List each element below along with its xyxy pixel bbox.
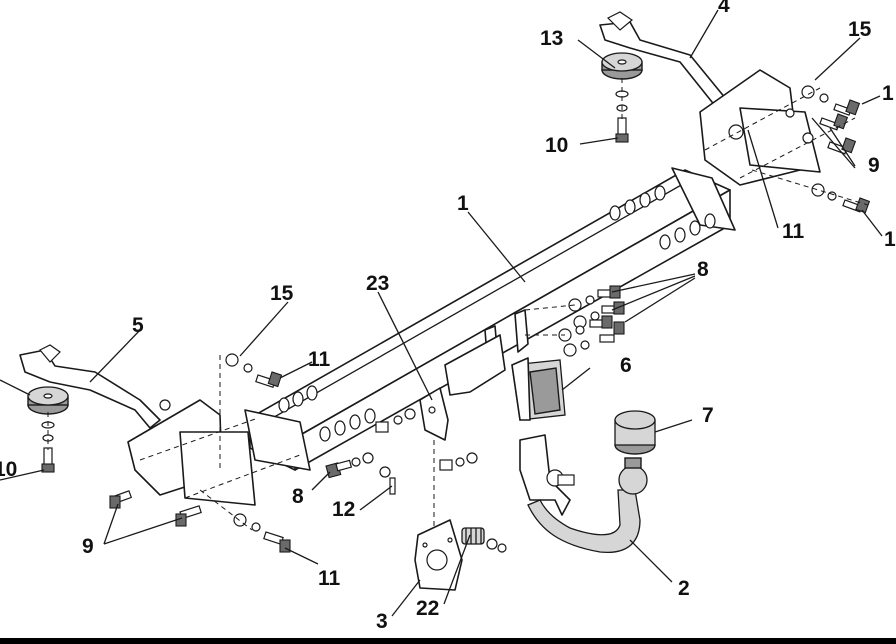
callout-10-left-edge: 10 xyxy=(0,458,17,481)
callout-11-left-bottom: 11 xyxy=(318,567,341,590)
callout-13-right: 13 xyxy=(540,27,563,50)
left-mount-bolt xyxy=(41,421,55,473)
right-bolts-lower xyxy=(811,183,871,214)
callout-1-right-edge: 1 xyxy=(884,228,896,251)
callout-11-right-top: 1 xyxy=(882,82,894,105)
callout-8-right: 8 xyxy=(697,258,709,281)
leader-lines xyxy=(0,9,883,617)
ball-neck xyxy=(519,434,641,554)
callout-7: 7 xyxy=(702,404,714,427)
callout-1: 1 xyxy=(457,192,469,215)
callout-22: 22 xyxy=(416,597,439,620)
callout-15-right: 15 xyxy=(848,18,872,41)
left-dash-lines xyxy=(47,355,301,531)
lower-bolt-set-8 xyxy=(325,408,478,495)
socket-module xyxy=(511,357,566,421)
callout-4: 4 xyxy=(718,0,730,17)
beam-bolt-row-top xyxy=(278,185,666,413)
callout-5: 5 xyxy=(132,314,144,337)
right-side-bracket xyxy=(599,11,821,186)
callout-15-left: 15 xyxy=(270,282,294,305)
callout-10-right: 10 xyxy=(545,134,568,157)
callout-3: 3 xyxy=(376,610,388,633)
right-rubber-pad xyxy=(601,52,643,80)
tow-ball xyxy=(618,457,648,495)
callout-6: 6 xyxy=(620,354,632,377)
socket-plate xyxy=(414,440,463,591)
callout-8-left: 8 xyxy=(292,485,304,508)
left-bolts xyxy=(109,353,291,553)
callout-9-right: 9 xyxy=(868,154,880,177)
bracket-23 xyxy=(419,387,449,441)
callout-12: 12 xyxy=(332,498,355,521)
callout-2: 2 xyxy=(678,577,690,600)
main-crossbeam xyxy=(244,167,736,471)
bottom-rule xyxy=(0,638,896,644)
beam-bolt-row-front xyxy=(319,213,716,442)
callout-9-left: 9 xyxy=(82,535,94,558)
ball-cover xyxy=(614,410,656,455)
callout-23: 23 xyxy=(366,272,389,295)
left-rubber-pad xyxy=(27,386,69,415)
callout-11-left-top: 11 xyxy=(308,348,331,371)
callout-11-right: 11 xyxy=(782,220,805,243)
